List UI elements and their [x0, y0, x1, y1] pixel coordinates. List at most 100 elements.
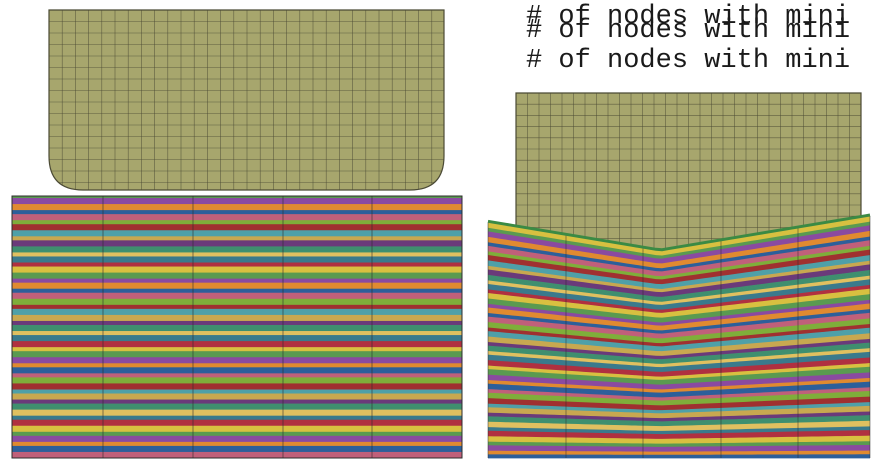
- left-layer: [12, 266, 462, 269]
- left-layer: [12, 357, 462, 360]
- right-layer: [488, 454, 870, 457]
- left-layer: [12, 437, 462, 441]
- right-layer: [488, 374, 870, 389]
- left-layer: [12, 401, 462, 404]
- left-layer: [12, 324, 462, 328]
- left-layer: [12, 294, 462, 298]
- left-layer: [12, 200, 462, 203]
- left-layer: [12, 445, 462, 449]
- left-layer: [12, 435, 462, 439]
- right-layer: [488, 333, 870, 354]
- left-layer: [12, 264, 462, 267]
- left-layer: [12, 322, 462, 326]
- right-layer: [488, 325, 870, 347]
- left-layer: [12, 230, 462, 233]
- left-layer: [12, 244, 462, 247]
- left-layer: [12, 310, 462, 314]
- left-layer: [12, 238, 462, 241]
- left-layer: [12, 268, 462, 271]
- left-layer: [12, 427, 462, 431]
- left-layer: [12, 280, 462, 284]
- left-layer: [12, 260, 462, 263]
- left-layer: [12, 240, 462, 243]
- right-layer: [488, 390, 870, 403]
- left-tool-body: [48, 9, 445, 191]
- left-layer: [12, 286, 462, 290]
- left-layer: [12, 314, 462, 318]
- left-layer: [12, 405, 462, 409]
- left-layer: [12, 347, 462, 350]
- left-layer: [12, 413, 462, 417]
- left-layer: [12, 206, 462, 209]
- right-layer: [488, 389, 870, 401]
- left-layer: [12, 212, 462, 215]
- left-layer: [12, 403, 462, 406]
- left-layer: [12, 296, 462, 300]
- left-layer: [12, 208, 462, 211]
- left-layer: [12, 276, 462, 280]
- right-layer: [488, 372, 870, 387]
- right-layer: [488, 383, 870, 397]
- left-layer: [12, 333, 462, 336]
- console-line-1: # of nodes with mini: [526, 2, 851, 32]
- right-layer: [488, 355, 870, 373]
- left-layer: [12, 252, 462, 255]
- left-layer: [12, 216, 462, 219]
- left-layer: [12, 306, 462, 310]
- right-layer: [488, 379, 870, 394]
- left-layer: [12, 262, 462, 265]
- left-layer: [12, 290, 462, 294]
- left-layer: [12, 220, 462, 223]
- left-layer: [12, 318, 462, 322]
- right-layer: [488, 320, 870, 342]
- left-layer: [12, 425, 462, 429]
- left-layer: [12, 395, 462, 398]
- left-layer: [12, 270, 462, 273]
- right-layer: [488, 394, 870, 406]
- left-layer: [12, 288, 462, 292]
- right-layer: [488, 363, 870, 379]
- right-layer: [488, 387, 870, 400]
- left-layer: [12, 411, 462, 415]
- left-layer: [12, 371, 462, 374]
- left-layer: [12, 429, 462, 433]
- left-layer: [12, 302, 462, 306]
- left-layer: [12, 419, 462, 423]
- right-layer: [488, 353, 870, 371]
- left-layer: [12, 407, 462, 411]
- left-layer: [12, 355, 462, 358]
- right-layer: [488, 344, 870, 363]
- left-layer: [12, 278, 462, 282]
- left-layered-block: [11, 195, 463, 459]
- left-layer: [12, 389, 462, 392]
- left-layer: [12, 329, 462, 332]
- left-layer: [12, 327, 462, 330]
- left-layer: [12, 373, 462, 376]
- right-layer: [488, 456, 870, 459]
- left-layer: [12, 226, 462, 229]
- left-layer: [12, 387, 462, 390]
- left-layer: [12, 343, 462, 346]
- left-layer: [12, 443, 462, 447]
- left-layer: [12, 349, 462, 352]
- right-top-surface: [487, 213, 871, 252]
- left-layer: [12, 367, 462, 370]
- left-layer: [12, 282, 462, 286]
- right-layer: [488, 361, 870, 378]
- right-deformed-block: [487, 213, 871, 459]
- left-layer: [12, 421, 462, 425]
- left-layer: [12, 236, 462, 239]
- left-layer: [12, 385, 462, 388]
- right-layer: [488, 329, 870, 350]
- left-layer: [12, 304, 462, 308]
- left-layer: [12, 222, 462, 225]
- left-layer: [12, 455, 462, 459]
- left-layer: [12, 284, 462, 288]
- right-layer: [488, 377, 870, 392]
- left-layer: [12, 274, 462, 278]
- left-layer: [12, 320, 462, 324]
- right-layer: [488, 392, 870, 405]
- left-layer: [12, 379, 462, 382]
- left-layer: [12, 339, 462, 342]
- right-layer: [488, 337, 870, 357]
